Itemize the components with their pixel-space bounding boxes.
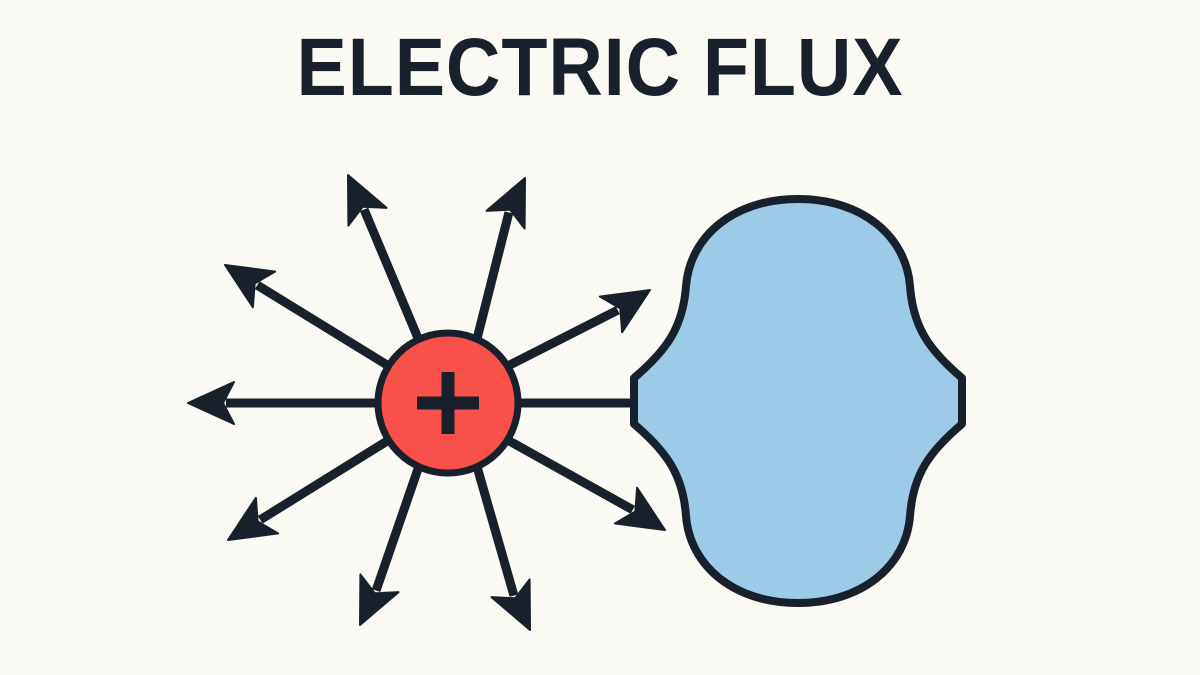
field-line-up-right-shaft <box>471 211 514 345</box>
field-line-lower-right-arrowhead <box>613 486 666 531</box>
field-line-lower-left-shaft <box>257 434 395 524</box>
field-line-lower-right-shaft <box>501 434 635 514</box>
field-line-down-left-shaft <box>371 461 425 593</box>
page-title: ELECTRIC FLUX <box>296 22 904 113</box>
field-line-down-right-shaft <box>471 461 519 597</box>
field-line-upper-left-shaft <box>254 281 395 372</box>
gaussian-surface-shape <box>630 195 966 607</box>
field-line-upper-left-arrowhead <box>224 264 277 309</box>
field-line-up-left-arrowhead <box>347 174 388 227</box>
field-line-lower-left-arrowhead <box>227 496 280 541</box>
field-line-upper-right-shaft <box>501 306 620 373</box>
field-line-up-right-arrowhead <box>485 177 526 230</box>
electric-field-lines-group <box>187 174 703 631</box>
positive-point-charge <box>374 329 522 477</box>
field-line-upper-right-arrowhead <box>598 289 651 334</box>
field-line-left-arrowhead <box>187 381 235 425</box>
field-line-up-left-shaft <box>359 207 425 345</box>
field-line-down-right-arrowhead <box>490 578 531 631</box>
plus-sign-vertical-bar <box>441 372 455 434</box>
field-line-down-left-arrowhead <box>359 573 400 626</box>
